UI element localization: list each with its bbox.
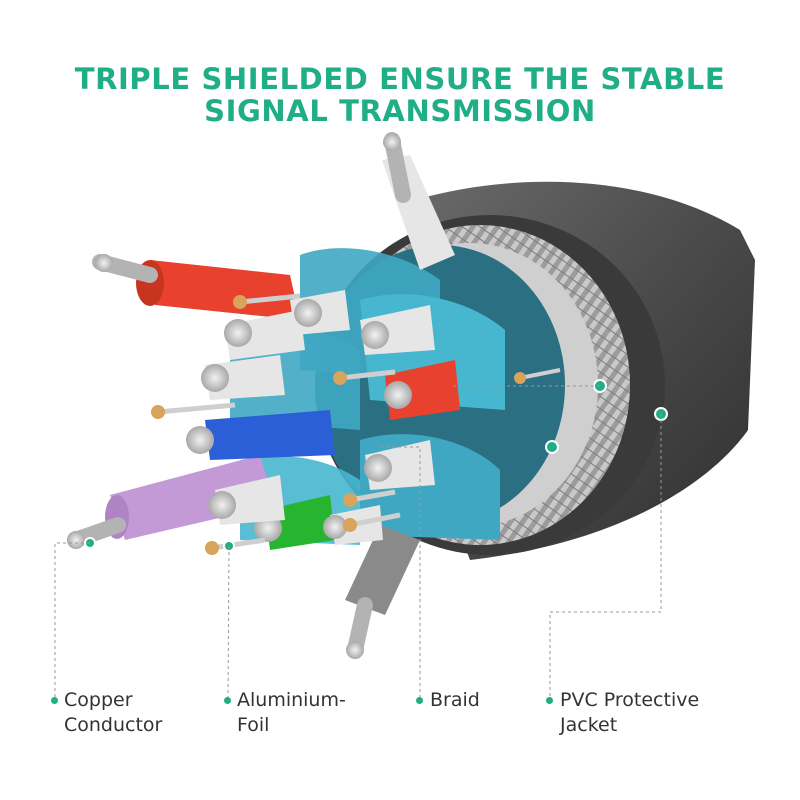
wire-red-top — [92, 254, 300, 320]
jacket-bullet — [546, 697, 553, 704]
label-braid: Braid — [430, 688, 480, 713]
headline-line-2: SIGNAL TRANSMISSION — [204, 94, 596, 128]
wire-grey-bottom — [345, 525, 420, 659]
drain-wires — [151, 293, 561, 555]
copper-bullet — [51, 697, 58, 704]
label-copper-conductor: Copper Conductor — [64, 688, 162, 738]
label-copper-line-1: Copper — [64, 689, 133, 711]
label-copper-line-2: Conductor — [64, 714, 163, 736]
wire-purple — [67, 455, 275, 549]
wire-red-center — [384, 360, 460, 420]
braid-bullet — [416, 697, 423, 704]
label-foil-line-2: Foil — [237, 714, 270, 736]
label-braid-line-1: Braid — [430, 689, 480, 711]
wire-blue — [186, 410, 335, 460]
wire-white-top — [382, 132, 455, 270]
label-jacket-line-2: Jacket — [560, 714, 618, 736]
headline-line-1: TRIPLE SHIELDED ENSURE THE STABLE — [74, 62, 726, 96]
foil-bullet — [224, 697, 231, 704]
label-foil-line-1: Aluminium- — [237, 689, 346, 711]
label-jacket-line-1: PVC Protective — [560, 689, 700, 711]
wire-white-pairs — [201, 290, 435, 545]
label-aluminium-foil: Aluminium- Foil — [237, 688, 346, 738]
label-pvc-jacket: PVC Protective Jacket — [560, 688, 699, 738]
leader-lines — [54, 385, 662, 701]
